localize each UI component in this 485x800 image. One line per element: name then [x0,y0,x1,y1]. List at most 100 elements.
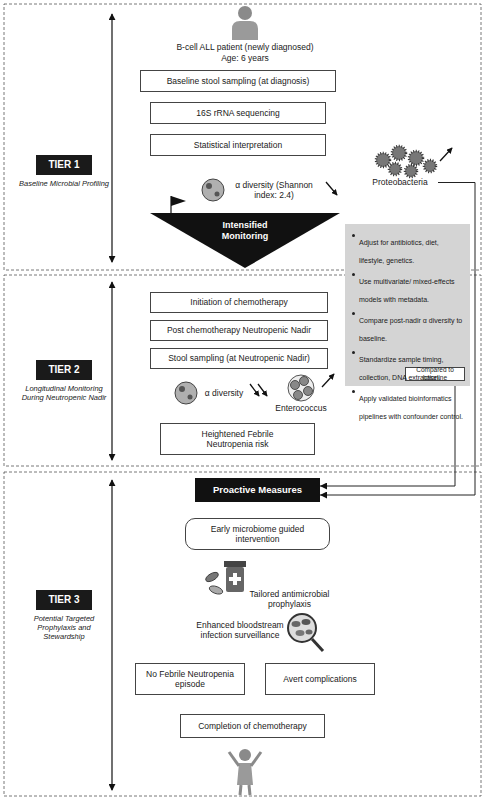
diversity-label: α diversity [198,388,250,398]
decrease-arrow [250,384,259,396]
bullet-text: Apply validated bioinformatics pipelines… [359,395,463,420]
process-box: Post chemotherapy Neutropenic Nadir [150,320,328,341]
node-text: No Febrile Neutropenia episode [136,669,244,689]
timeline-arrow [111,14,112,262]
bullet-text: Compare post-nadir α diversity to baseli… [359,317,462,342]
patient-body [232,21,258,40]
node-text: Intensified Monitoring [210,220,280,242]
magnifier-icon [288,614,316,642]
tier-subtitle: Longitudinal Monitoring During Neutropen… [18,384,110,402]
bacteria-icon [376,146,436,177]
child-leg [249,785,250,795]
bullet-text: Use multivariate/ mixed-effects models w… [359,278,455,303]
node-text: Baseline stool sampling (at diagnosis) [167,76,310,86]
node-text: Initiation of chemotherapy [190,297,287,307]
stool-icon [175,382,197,404]
stool-icon [202,179,224,201]
triangle-shape [150,213,340,268]
process-box: Baseline stool sampling (at diagnosis) [140,70,336,92]
tier-subtitle: Potential Targeted Prophylaxis and Stewa… [18,614,110,641]
bacterium [389,163,401,175]
enterococcus-icon [304,387,313,396]
icon-label: Enhanced bloodstream infection surveilla… [190,620,290,640]
node-text: Post chemotherapy Neutropenic Nadir [167,325,311,335]
bottle-cross [229,577,241,581]
tier-label: TIER 2 Longitudinal Monitoring During Neu… [18,360,110,412]
connector-arrow [320,183,475,496]
diversity-label: α diversity (Shannon index: 2.4) [224,180,324,200]
bullet-dot [352,390,355,393]
node-text: Stool sampling (at Neutropenic Nadir) [168,353,310,363]
increase-arrow [322,374,334,387]
enterococcus-icon [294,391,303,400]
stool-icon [179,386,185,392]
tier-label: TIER 3 Potential Targeted Prophylaxis and… [18,590,110,642]
stool-icon [206,183,212,189]
bottle-cap [224,561,246,567]
bacteria-label: Proteobacteria [362,176,438,189]
patient-head [238,6,252,20]
blood-cell [292,621,301,627]
blood-cell [302,619,311,625]
bullet-item: Use multivariate/ mixed-effects models w… [351,270,464,306]
child-body [237,763,253,785]
tier-band [4,472,481,796]
blood-cell [296,630,305,636]
bacterium [424,160,436,172]
bullet-dot [352,273,355,276]
timeline-arrow [111,480,112,790]
process-box: Completion of chemotherapy [180,714,325,738]
action-box: Proactive Measures [195,478,320,502]
node-text: Avert complications [283,674,357,684]
bullet-text: Standardize sample timing, collection, D… [359,356,443,381]
bacterium [405,165,417,177]
magnifier-handle [312,639,323,651]
stool-icon [188,395,193,400]
pill-icon [208,584,224,595]
bottle-icon [226,567,244,592]
patient-label: B-cell ALL patient (newly diagnosed) [140,42,350,52]
bullet-dot [352,351,355,354]
child-arm [251,752,261,766]
tier-heading: TIER 2 [36,360,91,380]
bullet-item: Apply validated bioinformatics pipelines… [351,387,464,423]
enterococcus-icon [288,375,314,401]
timeline-arrow [111,282,112,460]
node-text: Heightened Febrile Neutropenia risk [190,429,285,449]
decrease-arrow [258,384,267,396]
intervention-box: Early microbiome guided intervention [185,518,330,550]
bullet-text: Adjust for antibiotics, diet, lifestyle,… [359,239,439,264]
stool-icon [215,192,220,197]
process-box: Statistical interpretation [150,134,326,156]
risk-box: Heightened Febrile Neutropenia risk [160,423,315,455]
bullet-item: Adjust for antibiotics, diet, lifestyle,… [351,231,464,267]
patient-label: Age: 6 years [140,53,350,63]
flag [171,196,186,206]
process-box: 16S rRNA sequencing [150,102,326,124]
enterococcus-icon [300,377,309,386]
tier-heading: TIER 1 [36,155,91,175]
bullet-dot [352,234,355,237]
increase-arrow [440,148,452,161]
monitoring-triangle: Intensified Monitoring [150,213,340,268]
pill-icon [204,570,220,583]
decrease-arrow [326,182,337,195]
child-arm [229,752,239,766]
bacteria-label: Enterococcus [270,403,332,413]
node-text: Completion of chemotherapy [198,721,307,731]
bullet-item: Standardize sample timing, collection, D… [351,348,464,384]
node-text: 16S rRNA sequencing [196,108,280,118]
tier-heading: TIER 3 [36,590,91,610]
enterococcus-icon [291,381,300,390]
blood-cell [306,630,313,635]
child-head [239,749,251,761]
bullet-item: Compare post-nadir α diversity to baseli… [351,309,464,345]
bullet-dot [352,312,355,315]
node-text: Proactive Measures [213,484,302,495]
bacterium [392,146,406,160]
bacterium [376,153,390,167]
tier-subtitle: Baseline Microbial Profiling [19,179,109,188]
outcome-box: Avert complications [265,663,375,695]
node-text: Statistical interpretation [194,140,282,150]
